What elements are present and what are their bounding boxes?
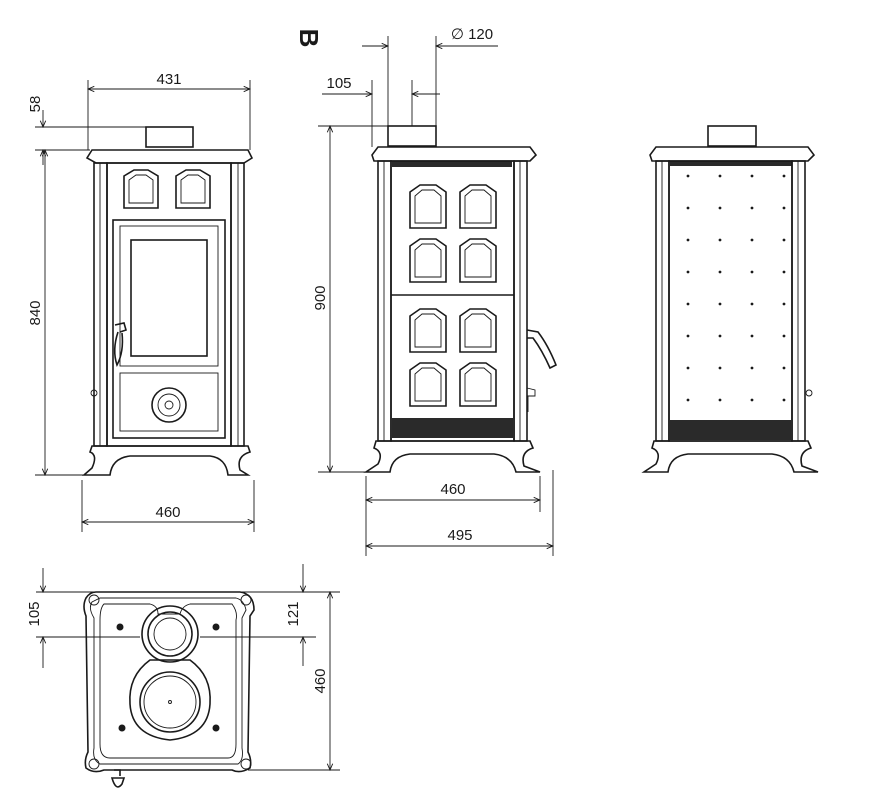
front-base-width-label: 460 [155, 504, 180, 521]
top-flue-offset-right-label: 121 [285, 601, 302, 626]
rear-view [641, 125, 819, 473]
front-view [81, 126, 254, 476]
side-flue-offset-label: 105 [326, 75, 351, 92]
side-height-label: 900 [312, 285, 329, 310]
front-flue-height-label: 58 [27, 96, 44, 113]
side-base-width-label: 460 [440, 481, 465, 498]
top-depth-label: 460 [312, 668, 329, 693]
front-height-label: 840 [27, 300, 44, 325]
side-overall-depth-label: 495 [447, 527, 472, 544]
top-flue-offset-label: 105 [26, 601, 43, 626]
top-dimensions: 105 121 460 [26, 564, 340, 770]
side-flue-diameter-label: ∅ 120 [451, 26, 493, 43]
top-view [83, 591, 255, 788]
side-dimensions: ∅ 120 105 900 460 495 [312, 26, 553, 556]
front-dimensions: 431 58 840 460 [27, 71, 254, 532]
side-view [363, 125, 558, 473]
view-label-b: B [294, 29, 324, 48]
front-top-width-label: 431 [156, 71, 181, 88]
